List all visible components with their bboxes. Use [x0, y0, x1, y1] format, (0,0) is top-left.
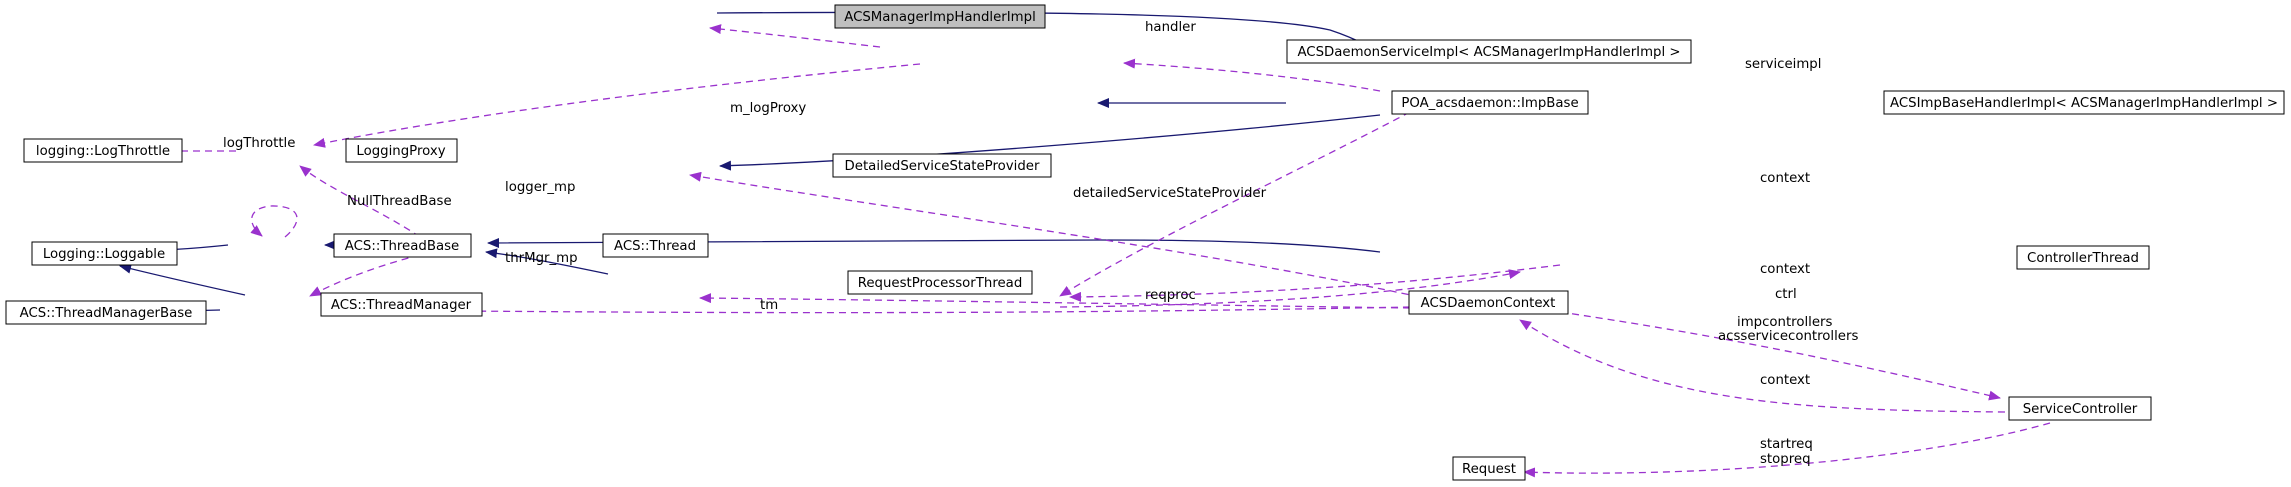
node-loggingproxy[interactable]: LoggingProxy: [345, 138, 458, 163]
edge-startreq: [1523, 422, 2051, 478]
node-acsdaemonserviceimpl[interactable]: ACSDaemonServiceImpl< ACSManagerImpHandl…: [1286, 39, 1692, 64]
edge-label-handler: handler: [1145, 20, 1196, 35]
edge-label-impcontrollers: impcontrollers: [1737, 315, 1833, 330]
node-label: ACS::ThreadBase: [345, 239, 459, 254]
edge-label-logger-mp: logger_mp: [505, 180, 575, 195]
edge-label-logthrottle: logThrottle: [223, 136, 295, 151]
node-label: ACS::ThreadManager: [331, 298, 472, 313]
edge-label-context-top: context: [1760, 171, 1810, 186]
node-label: ControllerThread: [2027, 251, 2139, 266]
edge-serviceimpl: [1123, 58, 1381, 92]
edge-label-stopreq: stopreq: [1760, 452, 1811, 467]
edge-label-m-logproxy: m_logProxy: [730, 101, 806, 116]
node-label: ACSDaemonServiceImpl< ACSManagerImpHandl…: [1297, 45, 1680, 60]
node-poa-acsdaemon-impbase[interactable]: POA_acsdaemon::ImpBase: [1391, 90, 1589, 115]
node-label: logging::LogThrottle: [36, 144, 170, 159]
edge-detailedprovider: [689, 171, 1421, 298]
node-label: Request: [1462, 462, 1516, 477]
edge-nullthreadbase: [250, 205, 298, 238]
edge-label-context-svc: context: [1760, 373, 1810, 388]
edge-handler: [709, 24, 881, 48]
node-acs-thread[interactable]: ACS::Thread: [602, 233, 709, 258]
edge-label-nullthreadbase: NullThreadBase: [347, 194, 452, 209]
edge-impbasehandler-to-detailedprovider: [719, 114, 1381, 171]
node-label: RequestProcessorThread: [858, 276, 1023, 291]
edge-logger-mp: [299, 165, 421, 238]
node-label: ACSImpBaseHandlerImpl< ACSManagerImpHand…: [1890, 96, 2278, 111]
node-label: ServiceController: [2023, 402, 2138, 417]
edge-ctrl: [1059, 269, 1521, 308]
node-acsdaemoncontext[interactable]: ACSDaemonContext: [1408, 290, 1569, 315]
node-servicecontroller[interactable]: ServiceController: [2008, 396, 2152, 421]
edge-label-thrmgr-mp: thrMgr_mp: [505, 251, 578, 266]
edge-label-reqproc: reqproc: [1145, 288, 1196, 303]
edge-context-svc: [1519, 319, 2006, 413]
node-logging-loggable[interactable]: Logging::Loggable: [31, 241, 178, 266]
node-request[interactable]: Request: [1452, 456, 1526, 481]
node-acs-threadmanagerbase[interactable]: ACS::ThreadManagerBase: [5, 300, 207, 325]
node-detailedservicestateprovider[interactable]: DetailedServiceStateProvider: [832, 153, 1052, 178]
edge-context-ctrl: [1069, 264, 1561, 302]
node-controllerthread[interactable]: ControllerThread: [2016, 245, 2150, 270]
edge-label-detailedprovider: detailedServiceStateProvider: [1073, 186, 1267, 201]
edge-label-ctrl: ctrl: [1775, 287, 1797, 302]
edge-thrmgr-mp: [309, 254, 421, 297]
edge-label-startreq: startreq: [1760, 437, 1813, 452]
node-label: ACSManagerImpHandlerImpl: [844, 10, 1036, 25]
node-acsimpbasehandlerimpl[interactable]: ACSImpBaseHandlerImpl< ACSManagerImpHand…: [1883, 90, 2285, 115]
node-label: LoggingProxy: [356, 144, 445, 159]
edge-reqproc: [699, 293, 1411, 309]
node-requestprocessorthread[interactable]: RequestProcessorThread: [847, 270, 1033, 295]
node-acs-threadmanager[interactable]: ACS::ThreadManager: [320, 292, 483, 317]
edge-context-top: [1059, 111, 1411, 297]
edge-label-acsservicecontrollers: acsservicecontrollers: [1718, 329, 1858, 344]
node-acs-threadbase[interactable]: ACS::ThreadBase: [333, 233, 472, 258]
node-label: Logging::Loggable: [43, 247, 165, 262]
edge-impcontrollers: [1559, 311, 2001, 401]
edge-threadmanager-to-loggable: [119, 263, 246, 296]
node-label: DetailedServiceStateProvider: [845, 159, 1040, 174]
node-label: POA_acsdaemon::ImpBase: [1401, 96, 1578, 111]
node-label: ACSDaemonContext: [1421, 296, 1556, 311]
edge-tm: [331, 305, 1411, 316]
edge-label-tm: tm: [760, 298, 778, 313]
edge-label-context-ctrl: context: [1760, 262, 1810, 277]
node-acsmanagerimphandlerimpl[interactable]: ACSManagerImpHandlerImpl: [834, 4, 1046, 29]
edge-m-logproxy: [313, 63, 921, 148]
edge-label-serviceimpl: serviceimpl: [1745, 57, 1821, 72]
node-label: ACS::ThreadManagerBase: [20, 306, 193, 321]
node-label: ACS::Thread: [614, 239, 696, 254]
edge-requestprocessor-to-thread: [485, 248, 609, 275]
node-logging-logthrottle[interactable]: logging::LogThrottle: [23, 138, 183, 163]
